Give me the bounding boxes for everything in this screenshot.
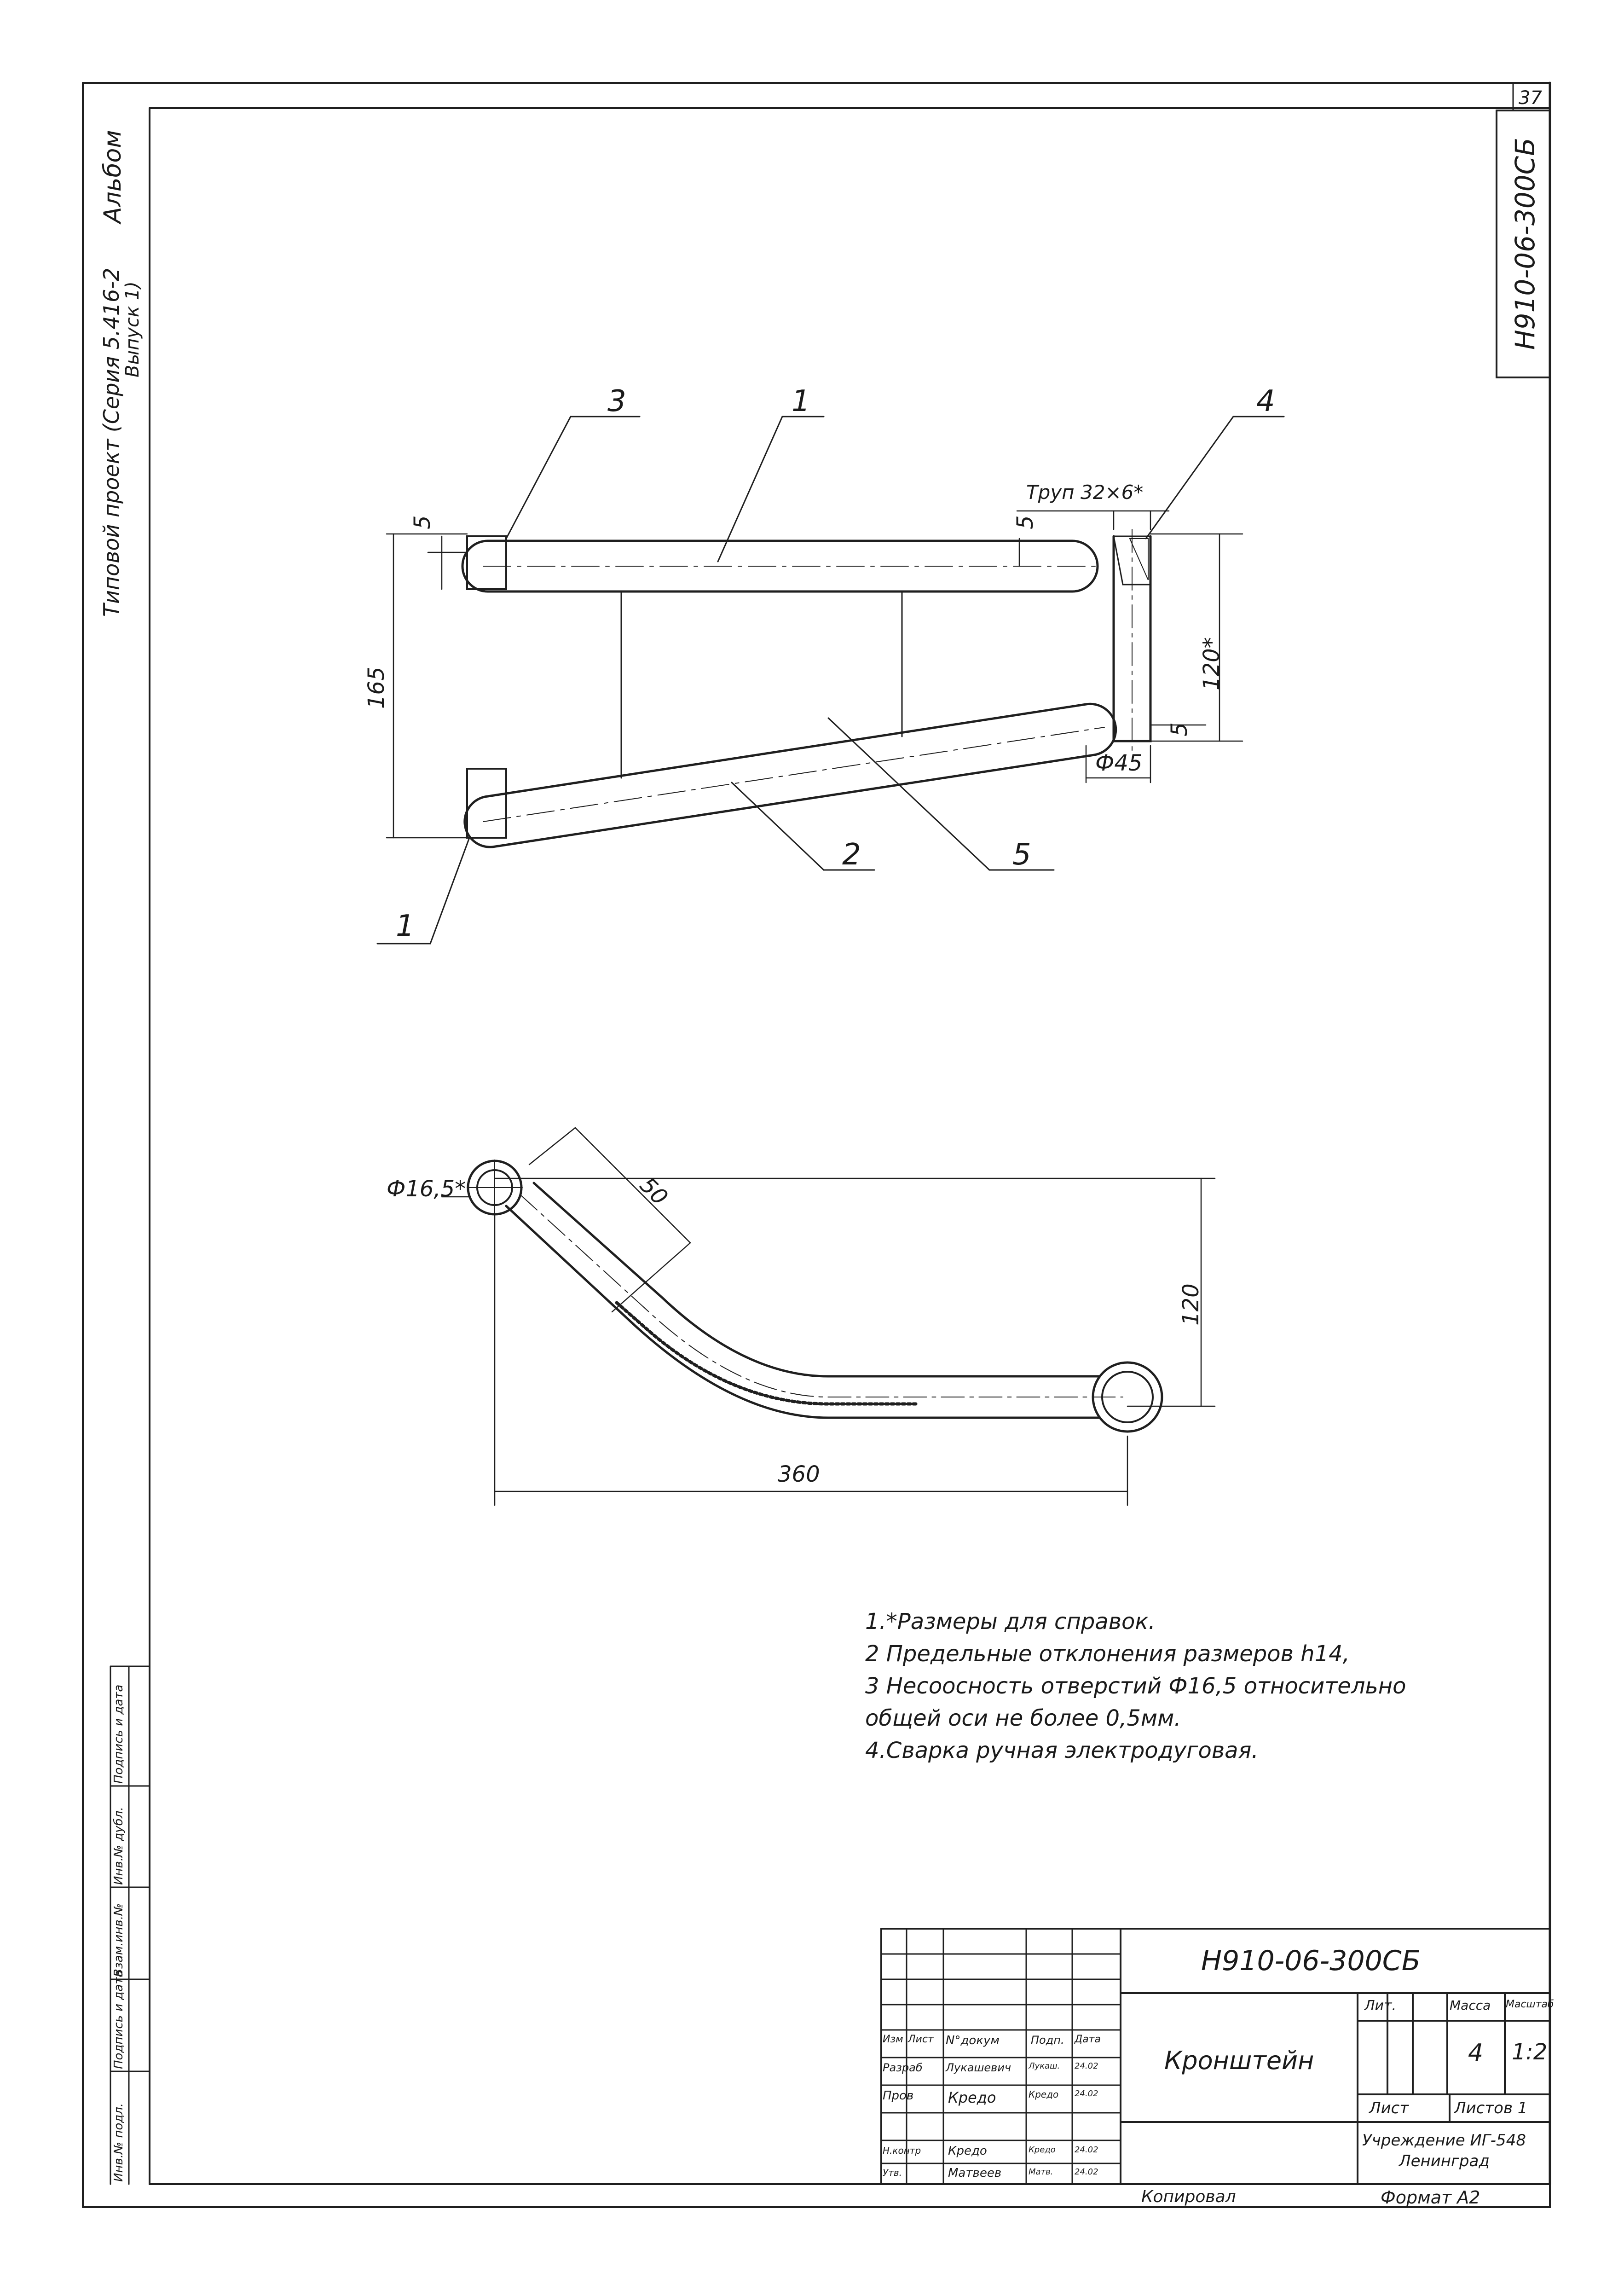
dim-165: 165 bbox=[364, 667, 389, 709]
row-date: 24.02 bbox=[1075, 2145, 1098, 2155]
row-name: Матвеев bbox=[948, 2166, 1002, 2180]
header-ndoc: N°докум bbox=[946, 2034, 1000, 2047]
dim-phi-45: Ф45 bbox=[1095, 750, 1143, 776]
side-stamp-label: Подпись и дата bbox=[112, 1684, 126, 1784]
side-stamp-label: Подпись и дата bbox=[112, 1970, 126, 2069]
title-doc-code: Н910-06-300СБ bbox=[1201, 1945, 1421, 1977]
dim-5-left: 5 bbox=[410, 515, 435, 529]
row-role: Разраб bbox=[883, 2061, 923, 2074]
title-block bbox=[880, 1928, 1551, 2185]
callout-5: 5 bbox=[1012, 838, 1031, 872]
sheets-label: Листов 1 bbox=[1454, 2099, 1528, 2117]
dim-5-lower: 5 bbox=[1167, 722, 1192, 736]
callout-4: 4 bbox=[1256, 384, 1275, 418]
dim-120: 120 bbox=[1178, 1283, 1204, 1326]
header-izm: Изм bbox=[883, 2034, 903, 2045]
header-data: Дата bbox=[1075, 2034, 1101, 2045]
title-part-name: Кронштейн bbox=[1164, 2046, 1314, 2075]
dim-5-right: 5 bbox=[1012, 515, 1038, 529]
scale-value: 1:2 bbox=[1512, 2039, 1548, 2065]
callout-2: 2 bbox=[842, 838, 861, 872]
mass-value: 4 bbox=[1468, 2039, 1484, 2067]
lit-header: Лит. bbox=[1364, 1998, 1397, 2014]
org-line-2: Ленинград bbox=[1399, 2152, 1490, 2170]
callout-3: 3 bbox=[607, 384, 626, 418]
callout-1-top: 1 bbox=[792, 384, 810, 418]
note-2: 2 Предельные отклонения размеров h14, bbox=[865, 1641, 1350, 1667]
row-role: Утв. bbox=[883, 2167, 902, 2178]
dim-phi-16-5: Ф16,5* bbox=[387, 1176, 466, 1202]
row-sign: Кредо bbox=[1029, 2089, 1059, 2100]
note-3: 3 Несоосность отверстий Ф16,5 относитель… bbox=[865, 1673, 1406, 1699]
dim-360: 360 bbox=[778, 1461, 820, 1487]
header-podp: Подп. bbox=[1031, 2034, 1064, 2047]
format-label: Формат А2 bbox=[1381, 2187, 1480, 2208]
row-sign: Лукаш. bbox=[1029, 2061, 1060, 2071]
row-date: 24.02 bbox=[1075, 2061, 1098, 2071]
border bbox=[82, 81, 1551, 2208]
org-line-1: Учреждение ИГ-548 bbox=[1362, 2131, 1526, 2150]
copied-by-label: Копировал bbox=[1141, 2187, 1236, 2206]
project-line-2: Выпуск 1) bbox=[122, 281, 143, 377]
album-label: Альбом bbox=[99, 130, 127, 223]
row-sign: Кредо bbox=[1029, 2145, 1056, 2155]
note-3-cont: общей оси не более 0,5мм. bbox=[865, 1705, 1181, 1731]
front-view bbox=[441, 1127, 1216, 1506]
row-name: Кредо bbox=[948, 2144, 987, 2158]
dim-120-star: 120* bbox=[1199, 637, 1225, 690]
mass-header: Масса bbox=[1450, 1998, 1491, 2013]
sheet-label: Лист bbox=[1369, 2099, 1409, 2117]
side-stamp bbox=[110, 1665, 150, 2185]
row-name: Лукашевич bbox=[946, 2061, 1011, 2074]
callout-1-bottom: 1 bbox=[396, 909, 415, 943]
row-sign: Матв. bbox=[1029, 2167, 1053, 2177]
header-list: Лист bbox=[908, 2034, 934, 2045]
row-role: Пров bbox=[883, 2089, 914, 2103]
row-date: 24.02 bbox=[1075, 2167, 1098, 2177]
row-name: Кредо bbox=[948, 2089, 996, 2106]
top-view bbox=[376, 416, 1285, 945]
row-role: Н.контр bbox=[883, 2145, 921, 2156]
row-date: 24.02 bbox=[1075, 2089, 1098, 2099]
side-stamp-label: Взам.инв.№ bbox=[112, 1903, 126, 1977]
doc-code-vertical: Н910-06-300СБ bbox=[1509, 138, 1541, 350]
scale-header: Масштаб bbox=[1506, 1999, 1554, 2010]
note-4: 4.Сварка ручная электродуговая. bbox=[865, 1738, 1259, 1763]
side-stamp-label: Инв.№ дубл. bbox=[112, 1807, 126, 1885]
sheet-number: 37 bbox=[1519, 87, 1542, 109]
note-1: 1.*Размеры для справок. bbox=[865, 1609, 1156, 1635]
tube-spec-label: Труп 32×6* bbox=[1026, 481, 1144, 504]
side-stamp-label: Инв.№ подл. bbox=[112, 2103, 126, 2182]
project-line-1: Типовой проект (Серия 5.416-2 bbox=[99, 267, 124, 617]
